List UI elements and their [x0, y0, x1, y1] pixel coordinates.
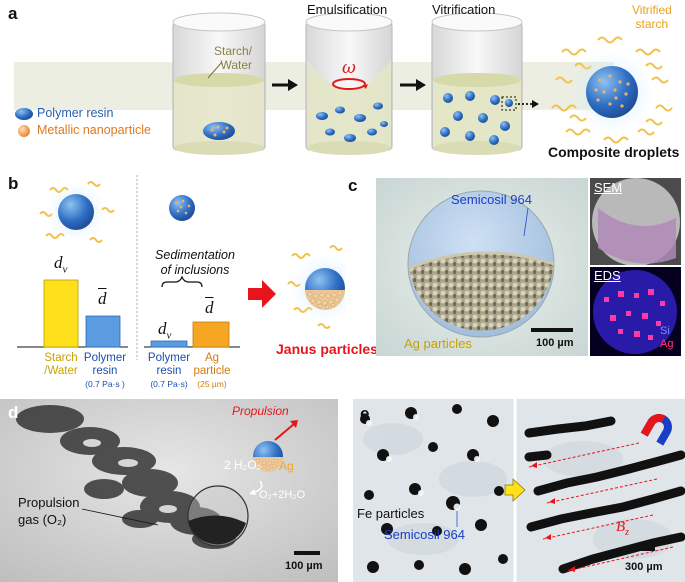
- panel-b-letter: b: [8, 174, 19, 193]
- legend-resin-label: Polymer resin: [37, 106, 114, 120]
- bar-resin: [85, 315, 121, 348]
- beaker-2: [305, 12, 393, 155]
- micrograph-e: [353, 399, 685, 582]
- sem-image: [590, 178, 681, 265]
- sedimentation-label: Sedimentation of inclusions: [155, 248, 235, 277]
- panel-a-letter: a: [8, 4, 18, 23]
- semicosil-label-e: Semicosil 964: [384, 527, 465, 542]
- h2o2-label: 2 H₂O₂: [224, 458, 262, 472]
- bar2-resin-label: Polymer resin (0.7 Pa·s): [147, 352, 191, 389]
- bar-ag-label: Ag particle (25 µm): [193, 352, 231, 389]
- bz-label: Bz: [616, 519, 630, 538]
- propulsion-gas-label: Propulsion gas (O₂): [18, 495, 80, 527]
- scale-label-c: 100 µm: [536, 337, 574, 349]
- micrograph-d: [0, 399, 338, 582]
- panel-d-letter: d: [8, 403, 19, 422]
- panel-a-graphic: [14, 12, 673, 155]
- eds-ag-label: Ag: [660, 338, 674, 350]
- panel-c-letter: c: [348, 176, 358, 195]
- micrograph-main: [376, 178, 588, 356]
- vitrified-starch-label: Vitrified starch: [632, 3, 672, 31]
- propulsion-label: Propulsion: [232, 404, 289, 418]
- legend-nano-label: Metallic nanoparticle: [37, 123, 151, 137]
- magnet-icon: [640, 414, 672, 446]
- dbar-label-1: d: [98, 289, 107, 308]
- eds-si-label: Si: [660, 325, 670, 337]
- sem-label: SEM: [594, 180, 623, 195]
- starch-water-label: Starch/ Water: [214, 44, 253, 72]
- red-arrow-icon: [248, 280, 276, 308]
- beaker-1: [172, 12, 266, 155]
- composite-droplet: [551, 36, 673, 144]
- panel-b-graphic: [17, 175, 345, 360]
- legend-nano-icon: [18, 125, 30, 137]
- dv-label-2: dv: [158, 319, 172, 342]
- stage-vitrification: Vitrification: [432, 2, 496, 17]
- scale-label-e: 300 µm: [625, 561, 663, 573]
- panel-e-letter: e: [360, 404, 370, 423]
- ag-label-d: Ag: [279, 459, 294, 473]
- eds-image: [590, 267, 681, 356]
- beaker-3: [431, 12, 523, 155]
- bar-resin-2: [150, 340, 188, 348]
- stage-emulsification: Emulsification: [307, 2, 388, 17]
- fe-particles-label: Fe particles: [357, 506, 425, 521]
- dv-label-1: dv: [54, 253, 68, 276]
- semicosil-label-c: Semicosil 964: [451, 192, 532, 207]
- scale-label-d: 100 µm: [285, 560, 323, 572]
- legend-resin-icon: [15, 108, 33, 120]
- dbar-label-2: d: [205, 298, 214, 317]
- ag-particles-label: Ag particles: [404, 336, 472, 351]
- janus-label: Janus particles: [276, 341, 378, 357]
- bar-ag: [192, 321, 230, 348]
- products-label: O₂+2H₂O: [259, 489, 306, 501]
- composite-droplets-label: Composite droplets: [548, 144, 680, 160]
- omega-symbol: ω: [342, 58, 356, 78]
- bar-resin-label: Polymer resin (0.7 Pa·s ): [83, 352, 127, 389]
- bar-starch: [43, 279, 79, 348]
- bar-starch-label: Starch /Water: [44, 352, 78, 377]
- eds-label: EDS: [594, 268, 621, 283]
